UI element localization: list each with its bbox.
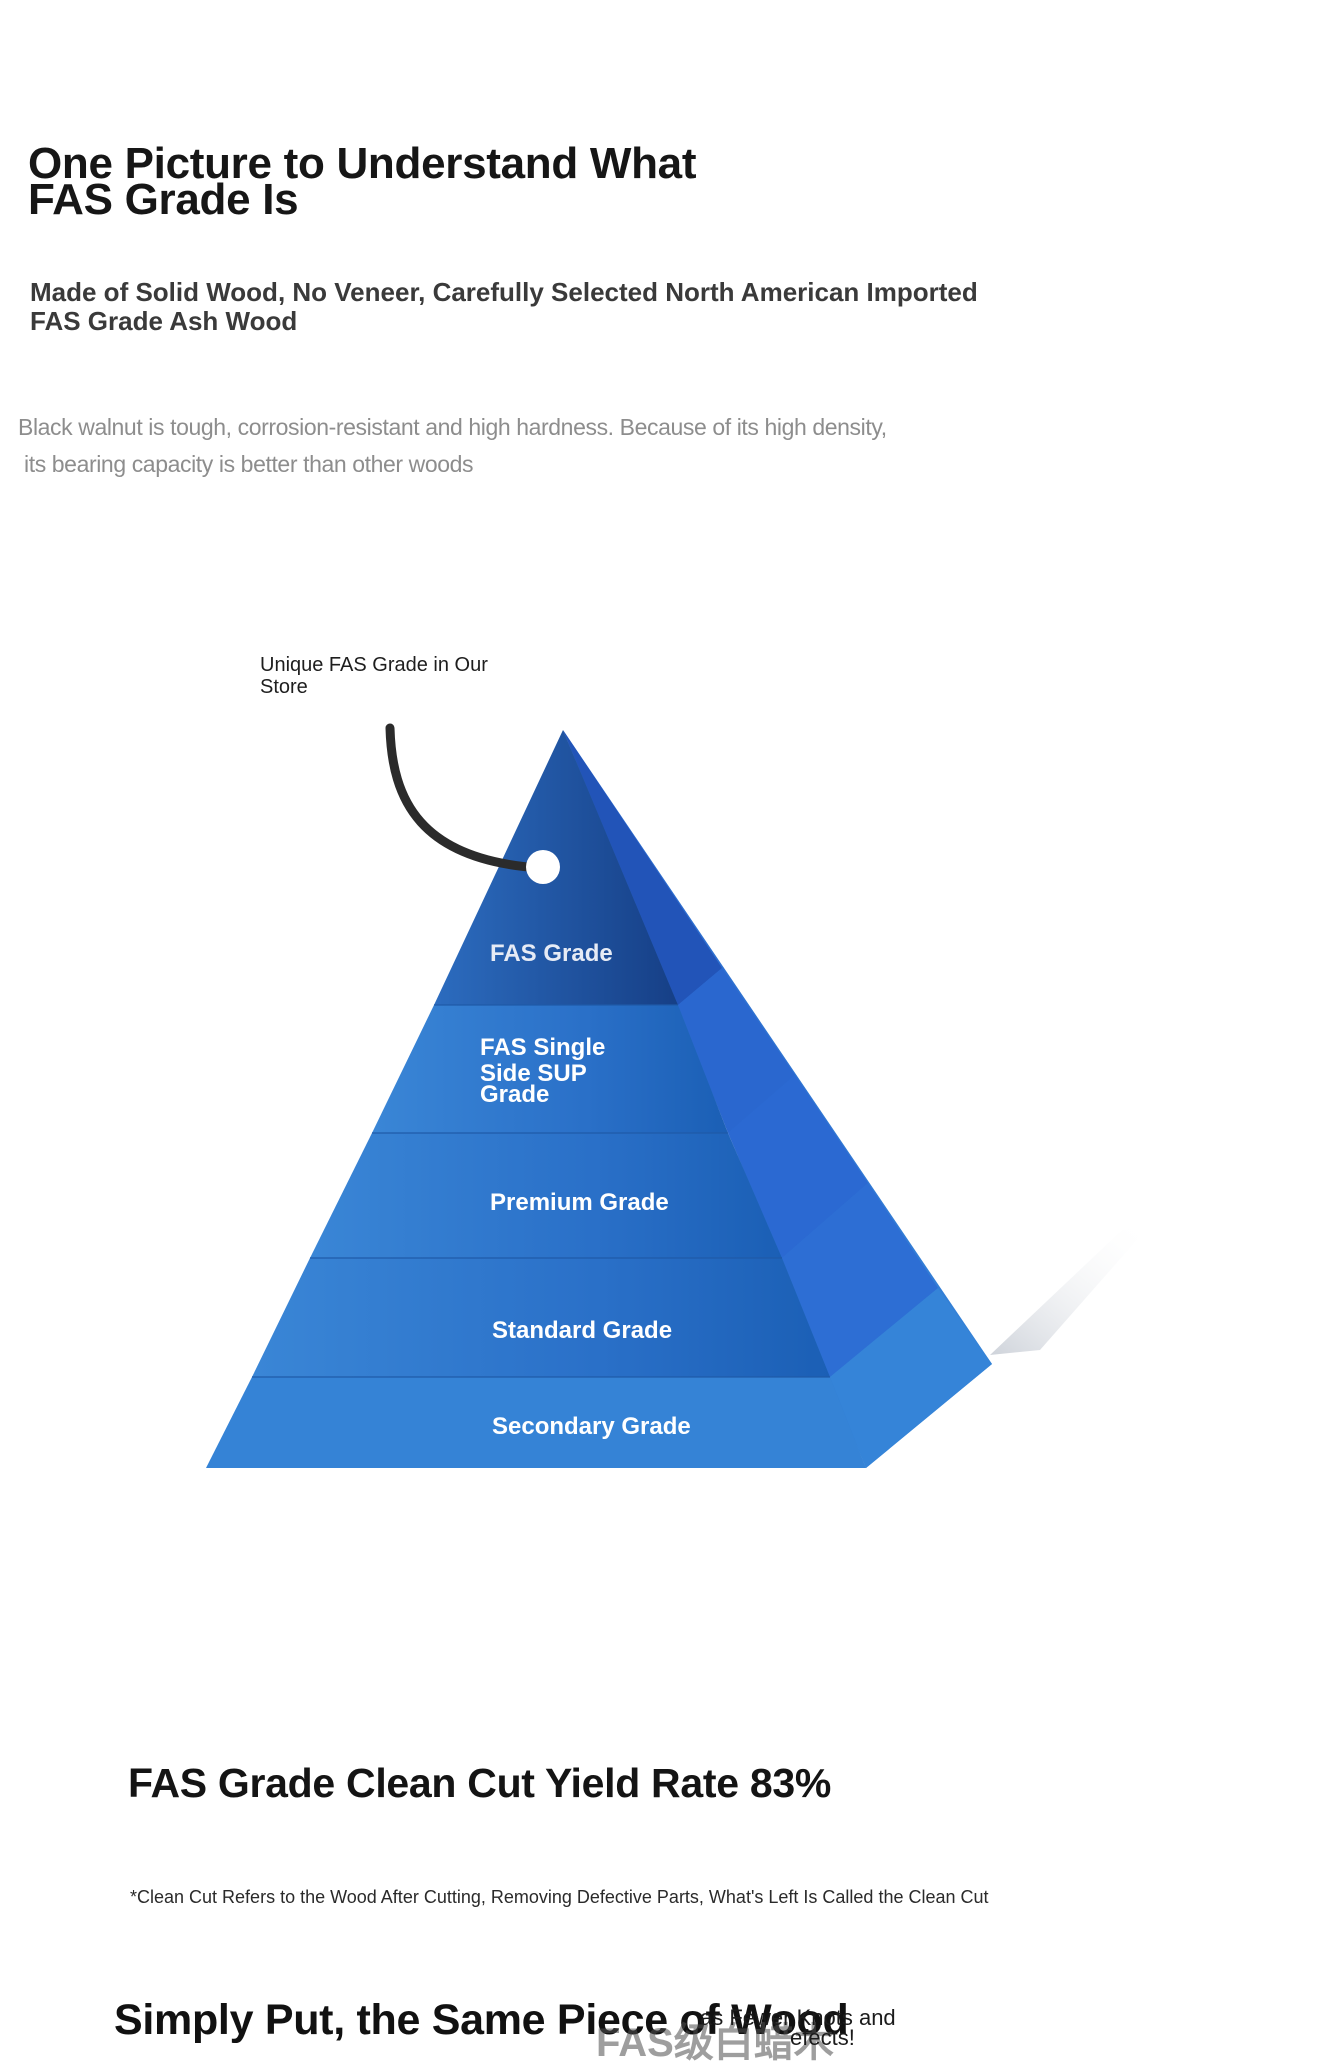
label-fas-grade: FAS Grade: [490, 940, 613, 967]
tag-hole: [526, 850, 560, 884]
bottom-section-title: Simply Put, the Same Piece of Wood: [114, 1996, 849, 2044]
pyramid-side-band-3: [728, 1075, 868, 1258]
pyramid-side-band-4: [782, 1183, 938, 1377]
label-standard-grade: Standard Grade: [492, 1317, 672, 1344]
label-secondary-grade: Secondary Grade: [492, 1413, 691, 1440]
pyramid-side-band-5: [830, 1288, 992, 1468]
pyramid-callout: Unique FAS Grade in Our Store: [260, 654, 488, 698]
pyramid-shadow: [990, 1225, 1150, 1355]
page-subtitle: Made of Solid Wood, No Veneer, Carefully…: [30, 277, 978, 336]
tag-string: [385, 723, 545, 873]
description-line-2: its bearing capacity is better than othe…: [24, 451, 474, 477]
pyramid-side-band-2: [678, 968, 795, 1133]
pyramid-layer-secondary[interactable]: [206, 1377, 866, 1468]
pyramid-layer-premium[interactable]: [310, 1133, 782, 1258]
grade-pyramid-diagram: FAS Grade FAS Single Side SUP Grade Prem…: [206, 723, 1150, 1468]
pyramid-side-band-1: [563, 730, 722, 1005]
yield-footnote: *Clean Cut Refers to the Wood After Cutt…: [130, 1887, 989, 1907]
bottom-right-line-1: as Fewer Knots and: [700, 2005, 896, 2030]
pyramid-layer-fas-single[interactable]: [372, 1005, 728, 1133]
label-fas-single-line-3: Grade: [480, 1081, 549, 1108]
bottom-right-line-2: efects!: [790, 2025, 855, 2050]
bottom-right-text: as Fewer Knots and efects!: [700, 2005, 1040, 2050]
description-line-1: Black walnut is tough, corrosion-resista…: [18, 414, 887, 440]
page-title: One Picture to Understand What FAS Grade…: [28, 139, 697, 224]
label-premium-grade: Premium Grade: [490, 1189, 669, 1216]
label-fas-single-line-2: Side SUP: [480, 1060, 587, 1087]
pyramid-layer-standard[interactable]: [252, 1258, 830, 1377]
label-fas-single-line-1: FAS Single: [480, 1034, 605, 1061]
yield-title: FAS Grade Clean Cut Yield Rate 83%: [128, 1760, 831, 1806]
